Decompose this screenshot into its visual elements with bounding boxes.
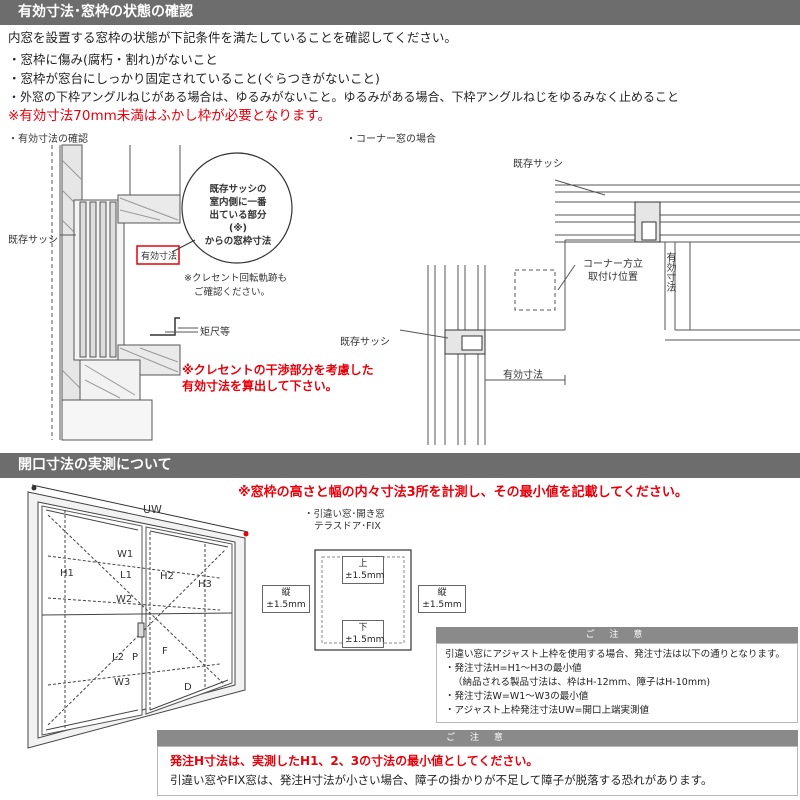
note2-line: 引違い窓やFIX窓は、発注H寸法が小さい場合、障子の掛かりが不足して障子が脱落す… [170, 773, 713, 787]
section-header-effective-size: 有効寸法･窓枠の状態の確認 [0, 0, 800, 25]
effective-size-vertical-label: 有効寸法 [664, 252, 675, 292]
tolerance-top: 上±1.5mm [342, 556, 384, 584]
label-d: D [184, 682, 192, 693]
existing-sash-top-label: 既存サッシ [513, 159, 563, 170]
note1-line-3: （納品される製品寸法は、枠はH-12mm、障子はH-10mm) [453, 677, 711, 688]
note1-line-4: ・発注寸法W=W1～W3の最小値 [445, 691, 589, 702]
note2-red-line: 発注H寸法は、実測したH1、2、3の寸法の最小値としてください。 [170, 754, 539, 768]
corner-post-label: コーナー方立 取付け位置 [583, 259, 643, 283]
warning-text: ※有効寸法70mm未満はふかし枠が必要となります。 [8, 108, 332, 124]
label-h2: H2 [160, 571, 174, 582]
existing-sash-left-label: 既存サッシ [340, 337, 390, 348]
measure-instruction: ※窓枠の高さと幅の内々寸法3所を計測し、その最小値を記載してください。 [238, 485, 688, 500]
tolerance-bottom: 下±1.5mm [342, 620, 384, 648]
label-w2: W2 [116, 594, 133, 605]
intro-text: 内窓を設置する窓枠の状態が下記条件を満たしていることを確認してください。 [8, 30, 457, 45]
note1-header: ご 注 意 [436, 627, 798, 643]
note1-line-1: 引違い窓にアジャスト上枠を使用する場合、発注寸法は以下の通りとなります。 [445, 649, 785, 660]
section-title-2: 開口寸法の実測について [18, 457, 172, 473]
cross-section-diagram [51, 144, 293, 441]
label-h1: H1 [60, 568, 74, 579]
label-w1: W1 [117, 549, 134, 560]
label-f: F [162, 646, 168, 657]
callout-text: 既存サッシの 室内側に一番 出ている部分(※) からの窓枠寸法 [204, 184, 272, 247]
label-uw: UW [143, 503, 162, 516]
label-l2: L2 [112, 652, 124, 663]
bullet-3: ・外窓の下枠アングルねじがある場合は、ゆるみがないこと。ゆるみがある場合、下枠ア… [8, 90, 680, 104]
crescent-red-note: ※クレセントの干渉部分を考慮した 有効寸法を算出して下さい。 [182, 363, 374, 393]
note2-header: ご 注 意 [157, 730, 798, 746]
bullet-1: ・窓枠に傷み(腐朽・割れ)がないこと [8, 52, 218, 67]
corner-window-diagram [399, 179, 800, 445]
effective-size-label-left: 有効寸法 [140, 252, 177, 262]
bullet-2: ・窓枠が窓台にしっかり固定されていること(ぐらつきがないこと) [8, 71, 380, 86]
tolerance-right: 縦±1.5mm [418, 585, 466, 613]
existing-sash-label: 既存サッシ [8, 235, 58, 246]
label-l1: L1 [120, 570, 132, 581]
note1-line-5: ・アジャスト上枠発注寸法UW=開口上端実測値 [445, 705, 649, 716]
window-measure-diagram [27, 484, 249, 749]
label-w3: W3 [114, 677, 131, 688]
square-label: 矩尺等 [200, 327, 230, 338]
tolerance-title: ・引違い窓･開き窓 テラスドア･FIX [304, 509, 385, 532]
section-title: 有効寸法･窓枠の状態の確認 [18, 4, 193, 20]
effective-size-label-right: 有効寸法 [503, 370, 543, 381]
note2-box: 発注H寸法は、実測したH1、2、3の寸法の最小値としてください。 引違い窓やFI… [157, 746, 798, 796]
note1-line-2: ・発注寸法H=H1～H3の最小値 [445, 663, 582, 674]
label-h3: H3 [198, 579, 212, 590]
note1-box: 引違い窓にアジャスト上枠を使用する場合、発注寸法は以下の通りとなります。 ・発注… [436, 643, 798, 723]
tolerance-left: 縦±1.5mm [262, 585, 310, 613]
crescent-note: ※クレセント回転軌跡も ご確認ください。 [184, 273, 287, 298]
label-p: P [132, 652, 139, 663]
left-diagram-heading: ・有効寸法の確認 [8, 134, 88, 145]
right-diagram-heading: ・コーナー窓の場合 [346, 134, 436, 145]
section-header-opening-size: 開口寸法の実測について [0, 453, 800, 478]
